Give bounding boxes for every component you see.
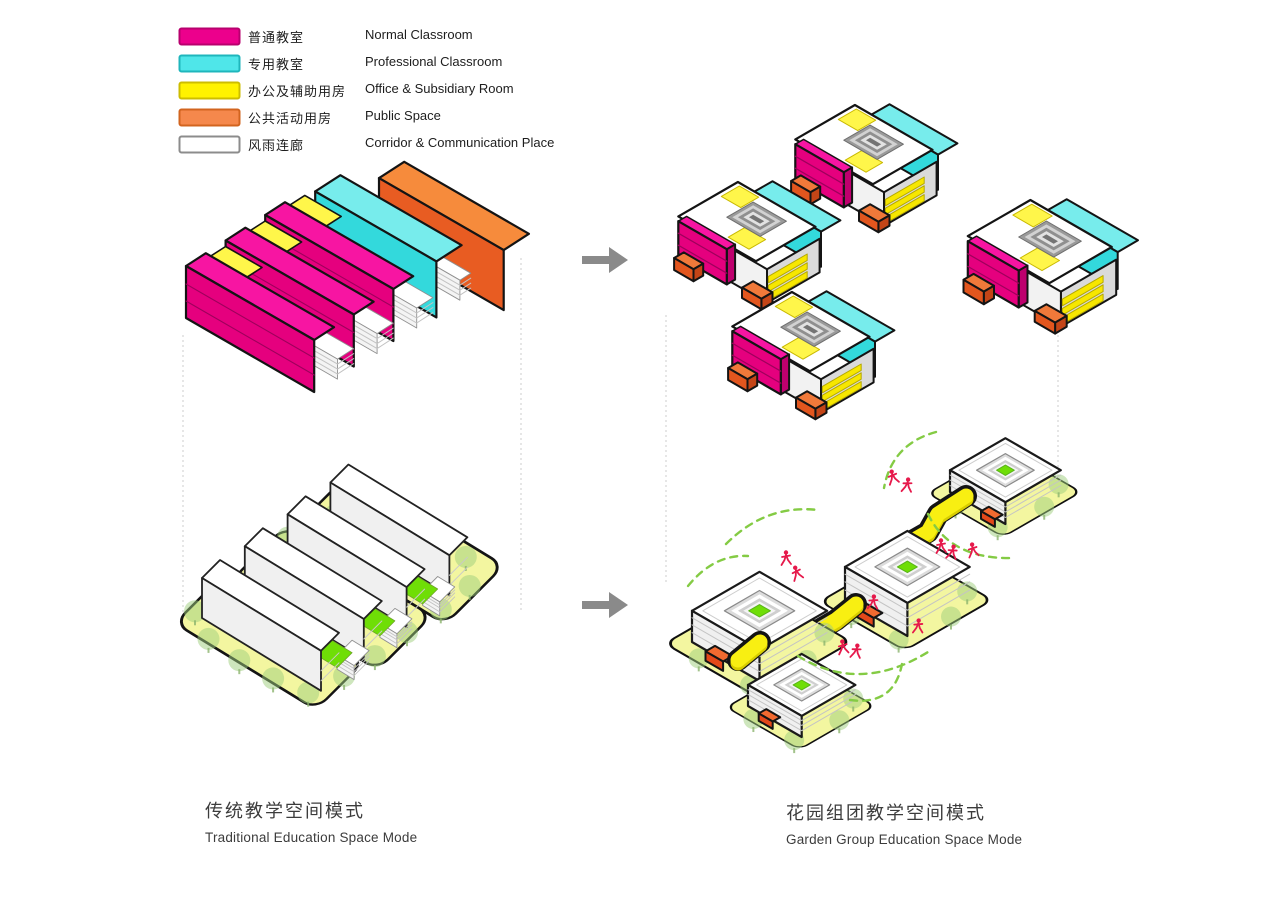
legend-swatch [178,81,241,100]
legend-label-zh: 办公及辅助用房 [248,84,347,99]
legend-label-zh: 普通教室 [248,30,305,45]
legend-swatch [178,108,241,127]
legend-swatch [178,54,241,73]
legend-label-en: Normal Classroom [365,27,473,42]
traditional-massing-diagram [184,160,531,394]
legend-label-en: Office & Subsidiary Room [365,81,514,96]
garden-group-site-diagram [669,430,1078,754]
caption-garden-group: 花园组团教学空间模式 Garden Group Education Space … [786,799,1022,847]
caption-traditional-en: Traditional Education Space Mode [205,830,418,845]
legend-label-zh: 公共活动用房 [248,111,333,126]
swatch-normal-classroom [178,27,241,46]
transform-arrow-icons [582,247,628,618]
swatch-professional-classroom [178,54,241,73]
legend-label-en: Public Space [365,108,441,123]
caption-garden-group-en: Garden Group Education Space Mode [786,832,1023,847]
legend-swatch [178,135,241,154]
swatch-office-room [178,81,241,100]
traditional-garden-diagram [179,463,499,707]
caption-traditional: 传统教学空间模式 Traditional Education Space Mod… [205,797,417,845]
legend-label-zh: 风雨连廊 [248,138,305,153]
legend-item: 普通教室 Normal Classroom [178,26,473,48]
legend-item: 公共活动用房 Public Space [178,107,441,129]
caption-traditional-zh: 传统教学空间模式 [205,801,365,821]
garden-cluster-massing-diagram [673,103,1139,421]
legend-swatch [178,27,241,46]
legend-label-en: Professional Classroom [365,54,503,69]
legend-item: 风雨连廊 Corridor & Communication Place [178,134,554,156]
caption-garden-group-zh: 花园组团教学空间模式 [786,803,986,823]
legend-item: 办公及辅助用房 Office & Subsidiary Room [178,80,514,102]
legend-item: 专用教室 Professional Classroom [178,53,502,75]
swatch-corridor [178,135,241,154]
legend-label-en: Corridor & Communication Place [365,135,555,150]
legend-label-zh: 专用教室 [248,57,305,72]
swatch-public-space [178,108,241,127]
projection-guide-lines [182,258,1059,625]
